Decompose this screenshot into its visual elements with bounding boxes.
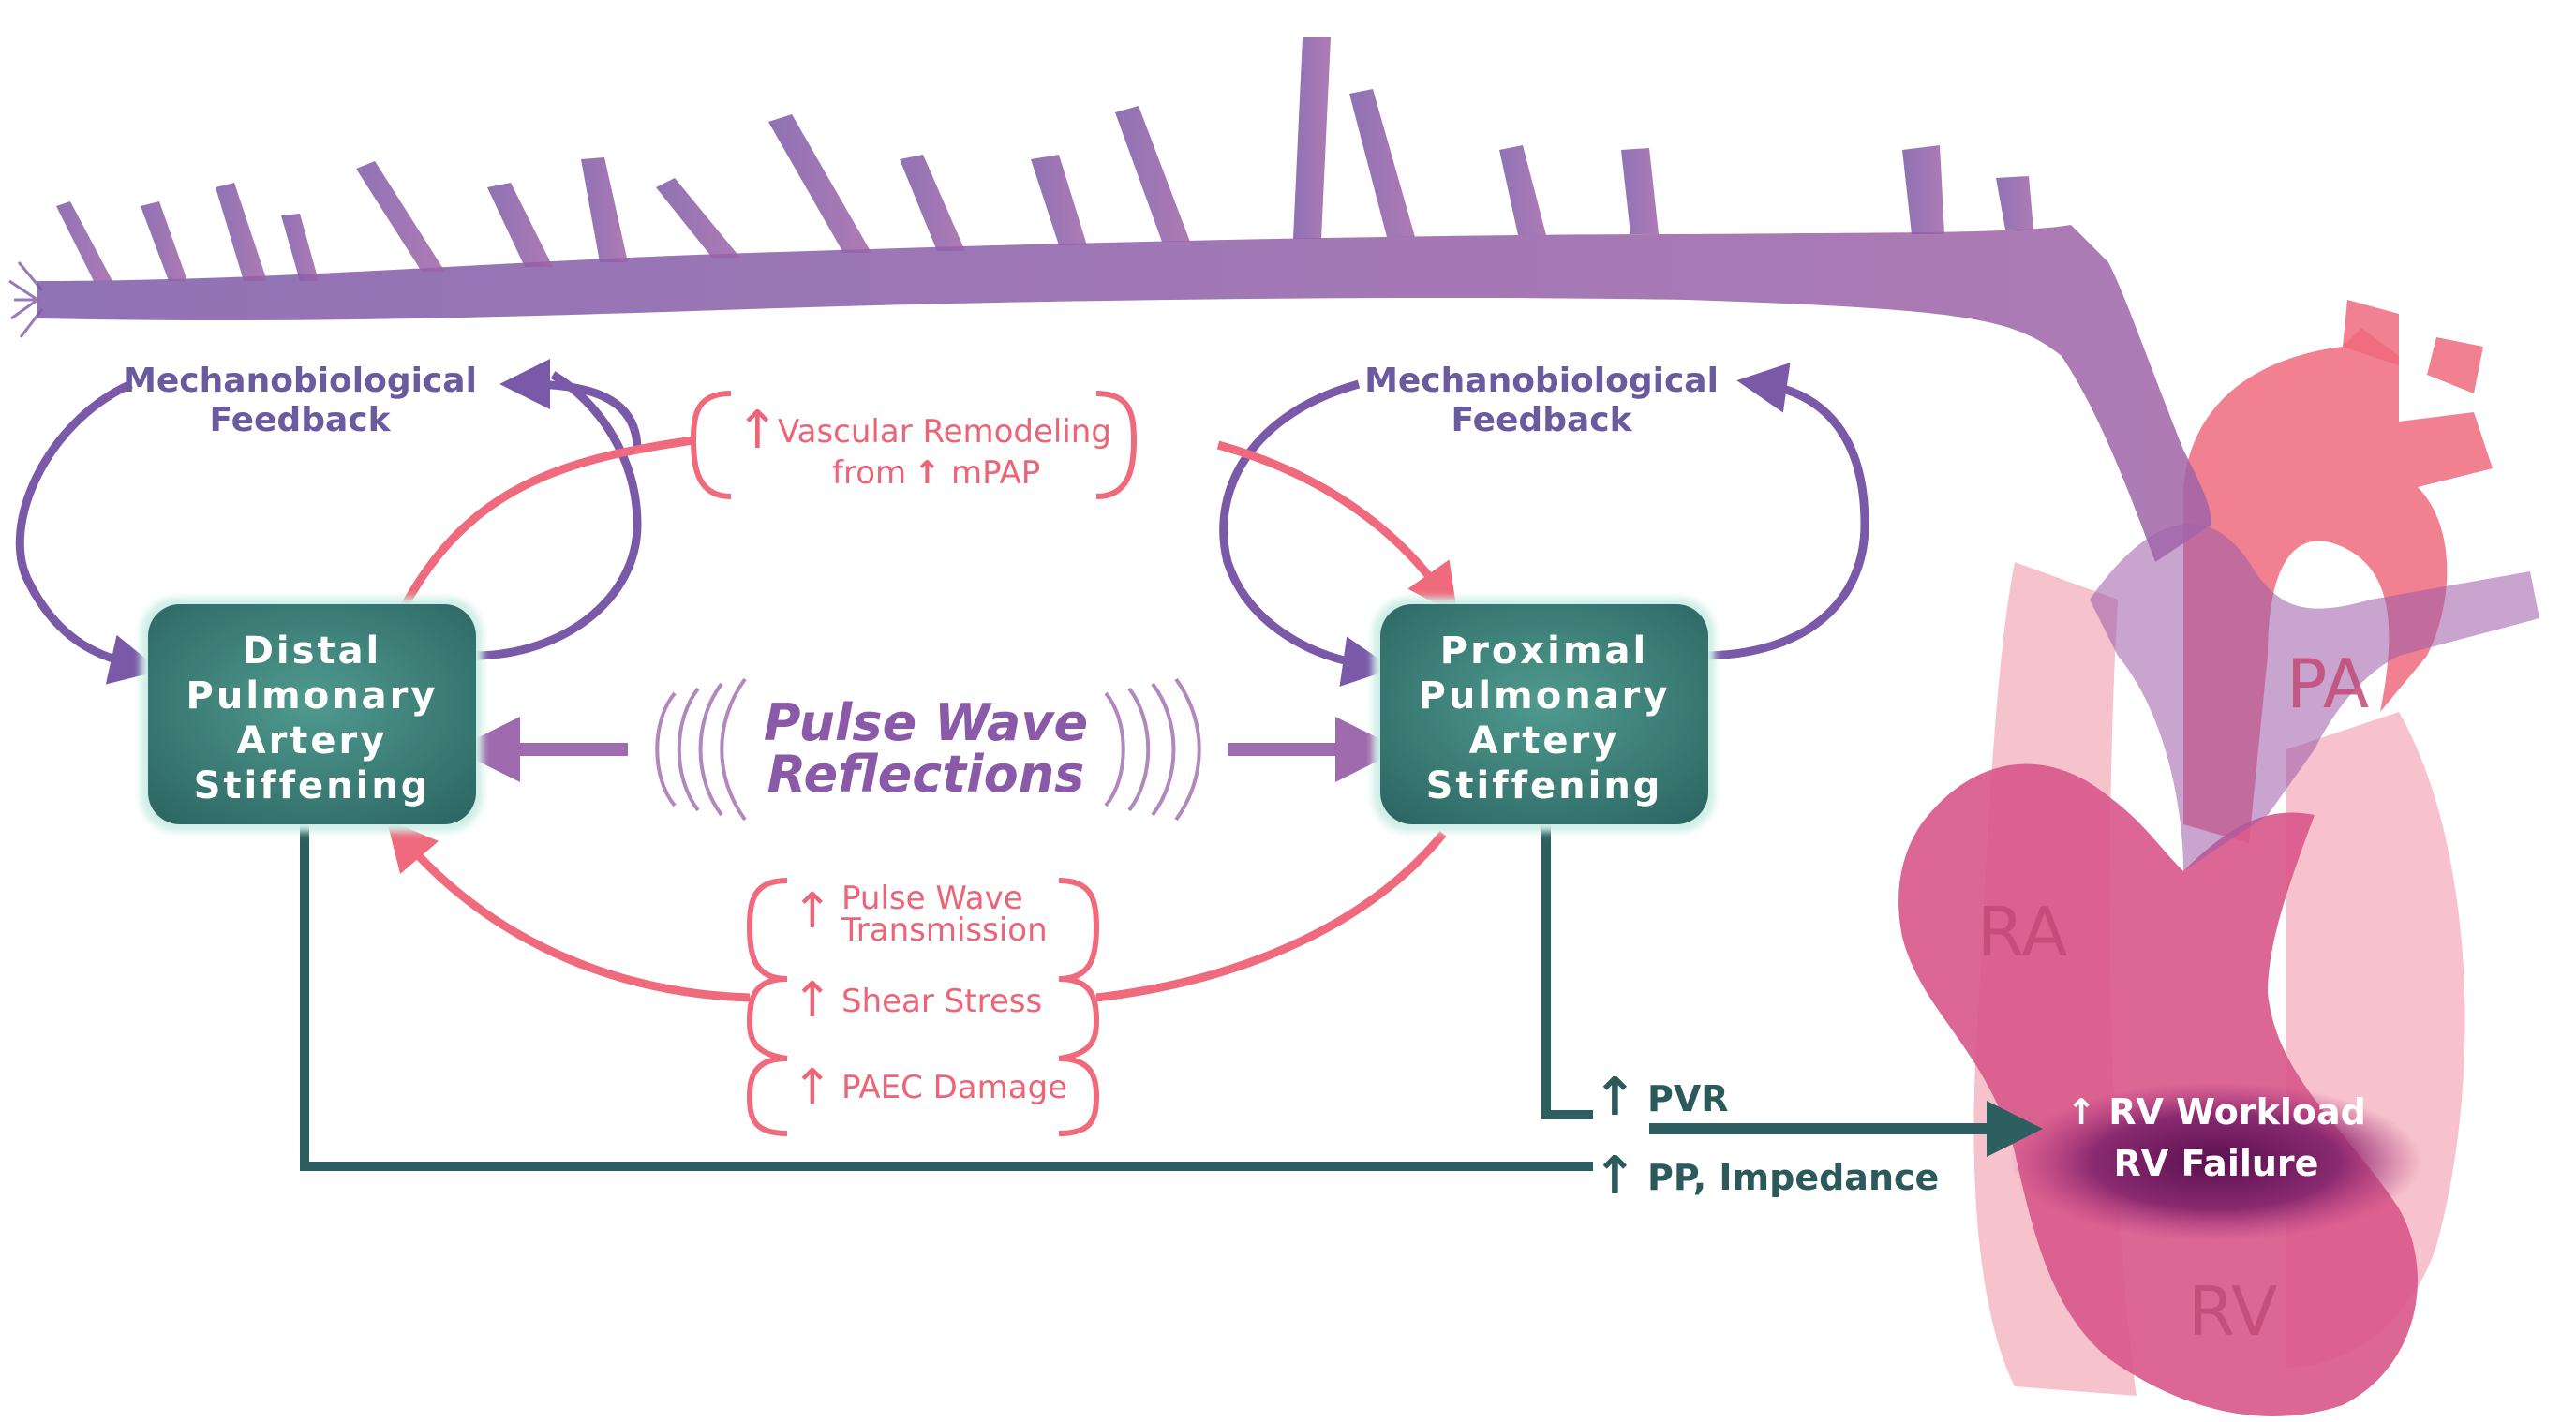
effect-item: ↑ Pulse Wave Transmission xyxy=(792,880,1048,949)
rv-failure-label: RV Failure xyxy=(2114,1143,2319,1184)
right-feedback-label: Mechanobiological Feedback xyxy=(1364,362,1719,439)
remodeling-line-2-prefix: from xyxy=(832,454,906,492)
distal-line-1: Distal xyxy=(243,630,382,673)
effect-item: ↑ Shear Stress xyxy=(792,972,1042,1029)
teal-outcome-lines xyxy=(300,824,2043,1171)
pulse-wave-label: Pulse Wave Reflections xyxy=(764,693,1088,804)
effect-label: PAEC Damage xyxy=(841,1069,1067,1106)
rv-outcome-label: ↑ RV Workload RV Failure xyxy=(2066,1091,2366,1184)
effect-arrow-icon: ↑ xyxy=(792,972,833,1029)
effect-label: Shear Stress xyxy=(841,983,1042,1020)
right-feedback-loop xyxy=(1219,363,1869,687)
proximal-line-3: Artery xyxy=(1469,719,1620,763)
effect-item: ↑ PAEC Damage xyxy=(792,1059,1067,1116)
remodeling-line-1: Vascular Remodeling xyxy=(778,413,1111,451)
pink-remodeling-arc xyxy=(399,436,1458,616)
pvr-label: PVR xyxy=(1647,1078,1729,1119)
right-feedback-line-2: Feedback xyxy=(1451,401,1632,439)
proximal-line-4: Stiffening xyxy=(1426,764,1663,807)
effect-arrow-icon: ↑ xyxy=(792,1059,833,1116)
remodeling-line-2-suffix: mPAP xyxy=(951,454,1040,492)
left-feedback-loop xyxy=(15,359,642,685)
rv-workload-label: ↑ RV Workload xyxy=(2066,1091,2366,1133)
left-feedback-line-1: Mechanobiological xyxy=(123,362,477,400)
remodeling-up-arrow-icon: ↑ xyxy=(914,454,941,492)
proximal-box-text: Proximal Pulmonary Artery Stiffening xyxy=(1419,630,1671,807)
right-feedback-line-1: Mechanobiological xyxy=(1364,362,1719,400)
distal-box-text: Distal Pulmonary Artery Stiffening xyxy=(186,630,439,807)
proximal-line-2: Pulmonary xyxy=(1419,674,1671,718)
pp-arrow-icon: ↑ xyxy=(1593,1146,1637,1207)
distal-box xyxy=(148,604,476,824)
effect-arrow-icon: ↑ xyxy=(792,883,833,940)
remodeling-brace xyxy=(690,391,1138,499)
pulse-wave-arcs xyxy=(655,677,1201,822)
ra-label: RA xyxy=(1977,893,2067,971)
effect-label: Pulse Wave xyxy=(841,880,1023,917)
pulse-wave-line-1: Pulse Wave xyxy=(764,693,1088,752)
distal-line-3: Artery xyxy=(237,719,388,763)
pulse-wave-line-2: Reflections xyxy=(767,745,1085,804)
pa-label: PA xyxy=(2286,644,2369,723)
heart-chamber-labels: PA RA RV xyxy=(1977,644,2369,1351)
pp-label: PP, Impedance xyxy=(1647,1157,1939,1198)
proximal-line-1: Proximal xyxy=(1440,630,1648,673)
pink-effects-arc xyxy=(386,819,1447,1002)
remodeling-label: ↑ Vascular Remodeling from ↑ mPAP xyxy=(736,400,1111,492)
vascular-tree xyxy=(8,37,2211,562)
distal-line-2: Pulmonary xyxy=(186,674,439,718)
left-feedback-label: Mechanobiological Feedback xyxy=(123,362,477,439)
distal-line-4: Stiffening xyxy=(194,764,431,807)
effect-label-2: Transmission xyxy=(841,911,1048,949)
outcome-labels: ↑ PVR ↑ PP, Impedance xyxy=(1593,1067,1939,1207)
rv-label: RV xyxy=(2188,1272,2277,1351)
proximal-box xyxy=(1380,604,1708,824)
remodeling-arrow-icon: ↑ xyxy=(736,400,780,461)
left-feedback-line-2: Feedback xyxy=(209,401,391,439)
heart-illustration xyxy=(1898,300,2539,1416)
effects-brace xyxy=(746,878,1100,1136)
effects-list: ↑ Pulse Wave Transmission ↑ Shear Stress… xyxy=(792,880,1067,1116)
pvr-arrow-icon: ↑ xyxy=(1593,1067,1637,1128)
